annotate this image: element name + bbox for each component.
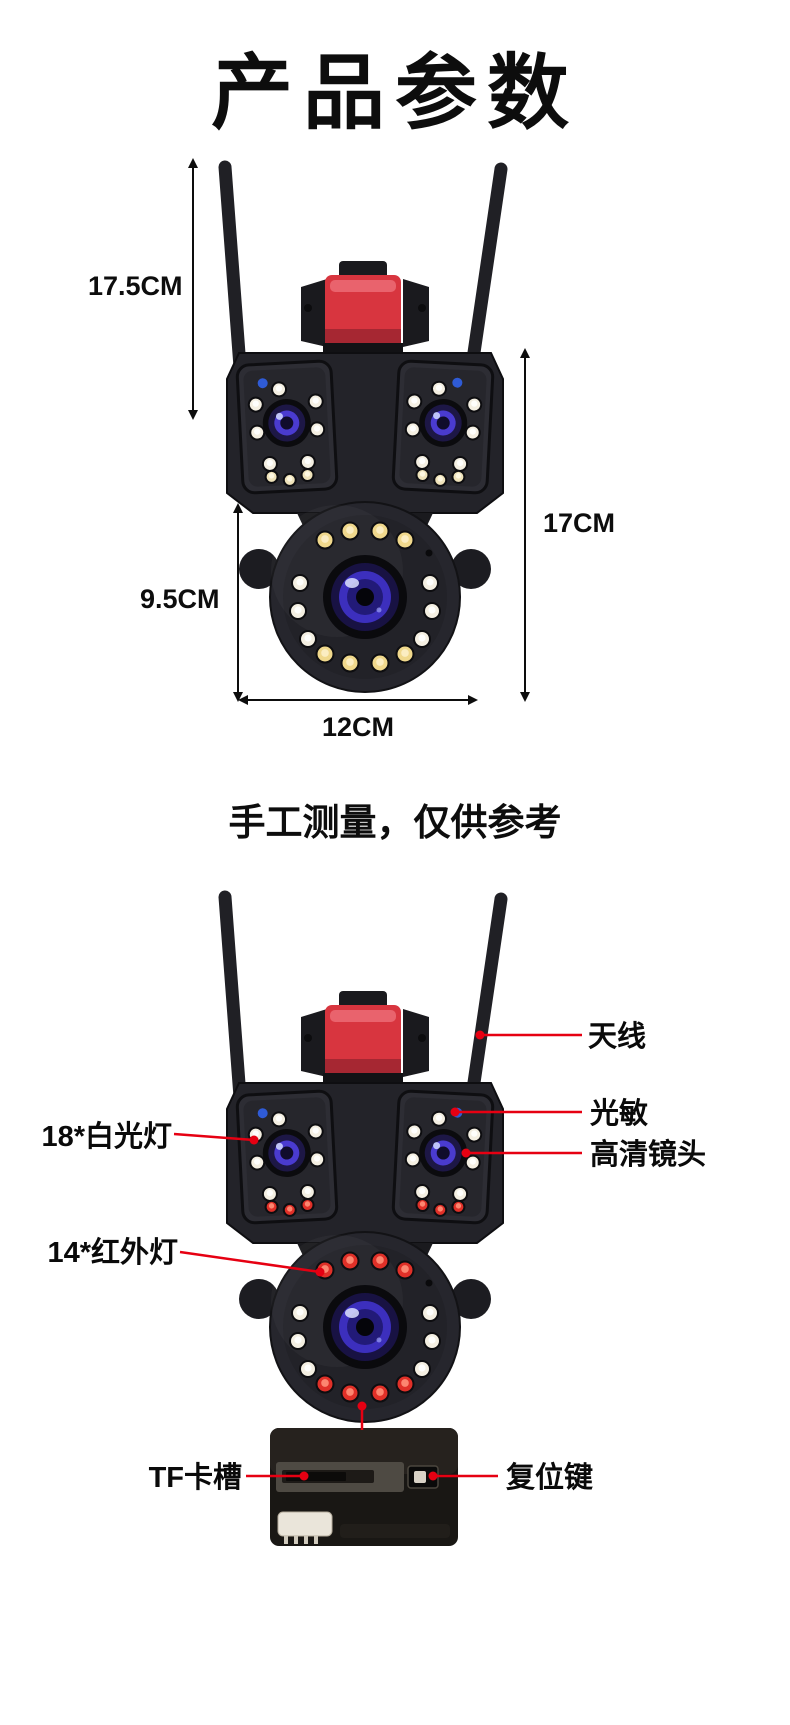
ptz-ball	[239, 501, 491, 693]
ptz-ball	[239, 1231, 491, 1423]
dimension-line-base-width	[238, 695, 478, 705]
dimension-label-base-width: 12CM	[322, 712, 395, 742]
dual-camera-head	[226, 343, 504, 514]
dimension-line-ball-height	[233, 503, 243, 702]
callout-light-sensor-label: 光敏	[590, 1098, 649, 1130]
dimension-line-antenna-height	[188, 158, 198, 420]
measurement-note: 手工测量，仅供参考	[228, 802, 562, 843]
callout-hd-lens-label: 高清镜头	[590, 1139, 707, 1171]
callout-reset-label: 复位键	[506, 1462, 594, 1494]
dimension-label-antenna-height: 17.5CM	[88, 271, 183, 301]
callout-antenna-label: 天线	[588, 1021, 647, 1053]
callout-ir-lights-label: 14*红外灯	[47, 1237, 178, 1269]
camera-illustration-callouts	[205, 885, 525, 1435]
dimension-label-ball-height: 9.5CM	[140, 584, 220, 614]
dual-camera-head	[226, 1073, 504, 1244]
dimension-label-body-height: 17CM	[543, 508, 616, 538]
callout-tf-slot-label: TF卡槽	[148, 1462, 242, 1494]
camera-illustration-dimensions	[205, 155, 525, 705]
page-title: 产品参数	[210, 48, 579, 139]
port-photo-graphic	[270, 1428, 458, 1546]
bottom-port-photo	[270, 1428, 458, 1546]
mount-bracket	[301, 261, 429, 347]
callout-white-lights-label: 18*白光灯	[41, 1121, 172, 1153]
mount-bracket	[301, 991, 429, 1077]
dimension-line-body-height	[520, 348, 530, 702]
